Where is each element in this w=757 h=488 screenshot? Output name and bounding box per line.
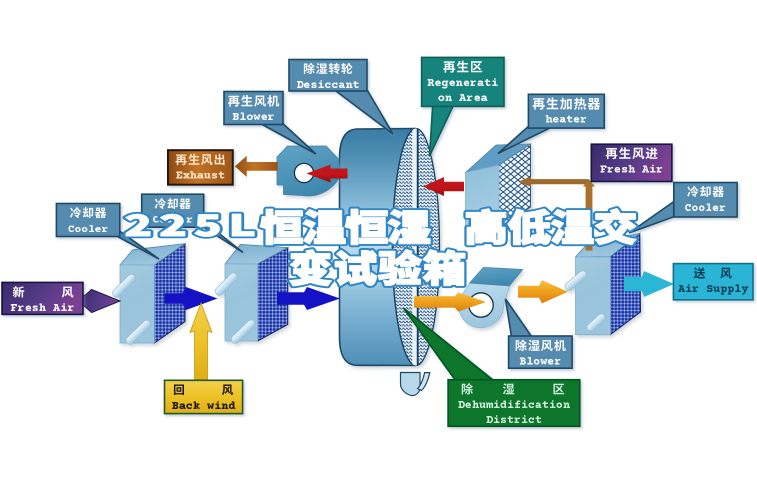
svg-text:高低温交: 高低温交 [464, 198, 637, 252]
svg-text:再生风出: 再生风出 [175, 151, 226, 168]
svg-text:Regenerati: Regenerati [427, 78, 498, 91]
svg-text:冷却器: 冷却器 [70, 205, 107, 221]
svg-text:再生风机: 再生风机 [228, 91, 281, 109]
svg-text:heater: heater [546, 114, 587, 127]
svg-text:225L: 225L [124, 202, 262, 245]
svg-text:Exhaust: Exhaust [176, 171, 226, 184]
svg-text:Desiccant: Desiccant [296, 79, 359, 92]
svg-text:Blower: Blower [232, 112, 274, 125]
svg-text:变试验箱: 变试验箱 [289, 239, 467, 293]
svg-text:Air Supply: Air Supply [677, 283, 749, 296]
svg-text:冷却器: 冷却器 [154, 196, 191, 212]
svg-text:Blower: Blower [519, 356, 561, 369]
svg-text:225L: 225L [124, 202, 262, 245]
svg-text:再生加热器: 再生加热器 [532, 93, 601, 112]
svg-text:on Area: on Area [438, 93, 489, 106]
svg-text:Back wind: Back wind [172, 401, 237, 414]
svg-text:变试验箱: 变试验箱 [289, 239, 467, 293]
svg-text:Cooler: Cooler [68, 223, 109, 236]
svg-text:高低温交: 高低温交 [464, 198, 637, 252]
svg-text:District: District [486, 414, 542, 427]
svg-text:除湿风机: 除湿风机 [515, 337, 567, 354]
svg-text:Dehumidification: Dehumidification [458, 399, 570, 412]
svg-text:除湿转轮: 除湿转轮 [303, 60, 353, 77]
svg-text:再生风进: 再生风进 [605, 143, 658, 162]
svg-text:恒温恒湿: 恒温恒湿 [260, 198, 431, 252]
svg-text:Cooler: Cooler [685, 202, 726, 215]
svg-text:Fresh Air: Fresh Air [599, 164, 663, 177]
svg-text:再生区: 再生区 [443, 57, 484, 76]
svg-text:恒温恒湿: 恒温恒湿 [260, 198, 431, 252]
svg-text:Fresh Air: Fresh Air [9, 303, 74, 316]
svg-text:Cooler: Cooler [153, 214, 194, 227]
svg-text:冷却器: 冷却器 [687, 183, 725, 200]
